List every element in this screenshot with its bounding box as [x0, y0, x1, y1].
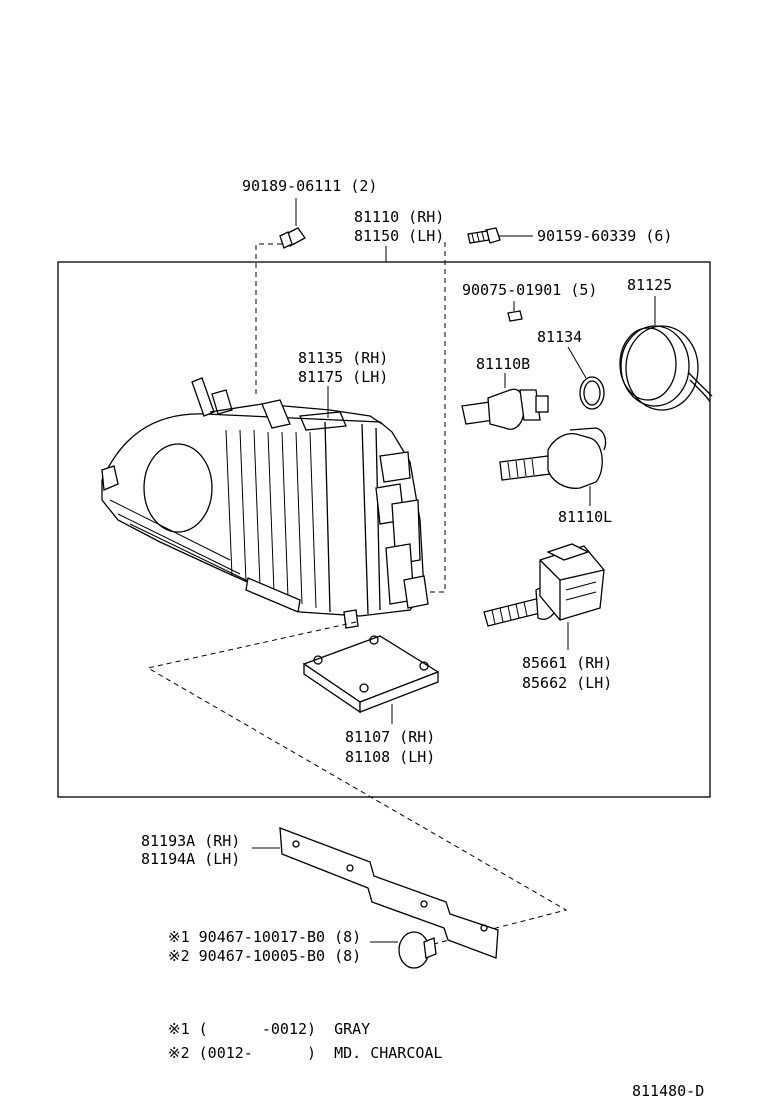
label-unit-rh: 81110 (RH)	[354, 208, 444, 226]
label-clip-2: ※2 90467-10005-B0 (8)	[168, 947, 361, 965]
bulb-hb-icon	[461, 373, 549, 430]
diagram-id: 811480-D	[632, 1082, 704, 1100]
bracket-icon	[302, 635, 440, 724]
note-1: ※1 ( -0012) GRAY	[168, 1020, 370, 1038]
label-lens-rh: 81135 (RH)	[298, 349, 388, 367]
side-panel-icon	[279, 827, 499, 959]
ring-icon	[567, 346, 605, 410]
label-panel-lh: 81194A (LH)	[141, 850, 240, 868]
rubber-cap-icon	[619, 296, 713, 411]
label-actuator-lh: 85662 (LH)	[522, 674, 612, 692]
label-bolt-90159: 90159-60339 (6)	[537, 227, 672, 245]
label-panel-rh: 81193A (RH)	[141, 832, 240, 850]
small-screw-icon	[507, 301, 523, 322]
label-bracket-rh: 81107 (RH)	[345, 728, 435, 746]
screw-icon	[279, 198, 306, 249]
label-ring-81134: 81134	[537, 328, 582, 346]
label-unit-lh: 81150 (LH)	[354, 227, 444, 245]
label-actuator-rh: 85661 (RH)	[522, 654, 612, 672]
assembly-frame	[57, 261, 711, 798]
label-cap-81125: 81125	[627, 276, 672, 294]
label-lens-lh: 81175 (LH)	[298, 368, 388, 386]
note-2: ※2 (0012- ) MD. CHARCOAL	[168, 1044, 442, 1062]
bulb-h4-icon	[499, 427, 607, 506]
label-bulb-81110B: 81110B	[476, 355, 530, 373]
label-clip-1: ※1 90467-10017-B0 (8)	[168, 928, 361, 946]
bolt-icon	[467, 227, 533, 244]
label-screw-90075: 90075-01901 (5)	[462, 281, 597, 299]
actuator-icon	[483, 543, 605, 650]
headlamp-housing-icon	[101, 377, 429, 629]
label-bulb-81110L: 81110L	[558, 508, 612, 526]
clip-icon	[398, 931, 437, 969]
label-bracket-lh: 81108 (LH)	[345, 748, 435, 766]
label-screw-90189: 90189-06111 (2)	[242, 177, 377, 195]
